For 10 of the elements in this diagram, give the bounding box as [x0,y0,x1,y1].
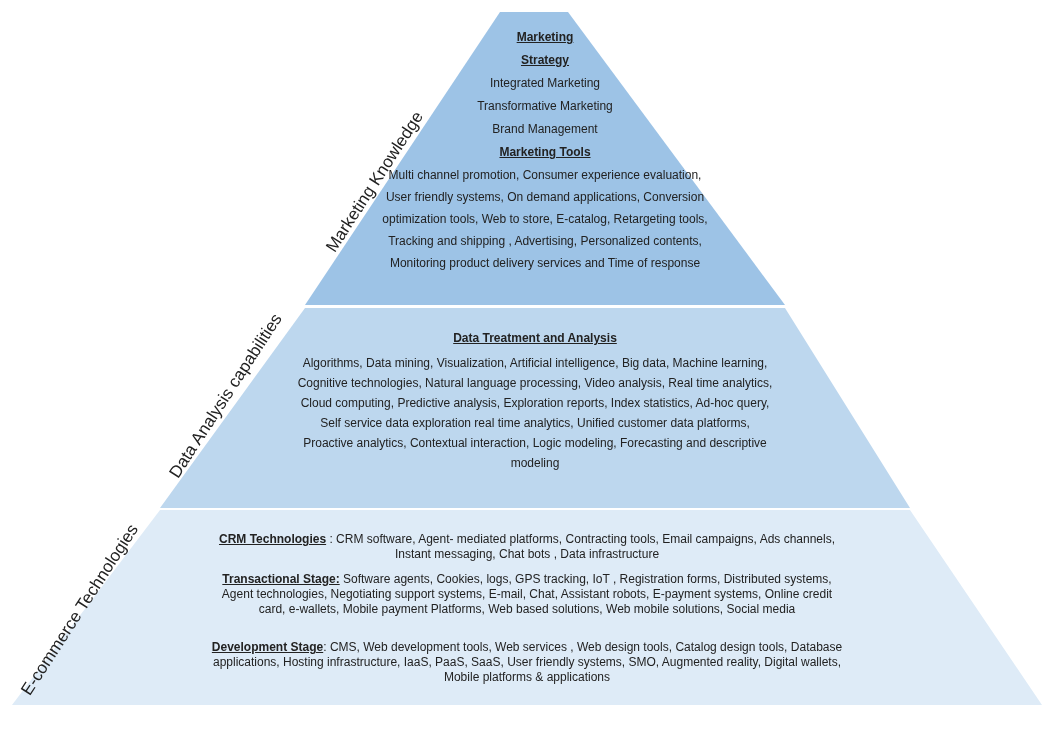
body-text: Transactional Stage: Software agents, Cookies, logs, GPS tracking, IoT , Registration forms, Distributed systems, Agent technologies, Negotiating support systems, E-mail, Chat, Assistant robots, E-payment systems, Online credit card, e-wallets, Mobile payment Platforms, Web based solutions, Web mobile solutions, Social media [220,572,834,617]
pyramid-tier [12,510,1042,705]
heading: Data Treatment and Analysis [452,330,618,347]
body-text: CRM Technologies : CRM software, Agent- mediated platforms, Contracting tools, Email campaigns, Ads channels, Instant messaging, Chat bots , Data infrastructure [218,532,836,562]
pyramid-tier [305,12,785,305]
body-text: Algorithms, Data mining, Visualization, Artificial intelligence, Big data, Machine learning, Cognitive technologies, Natural language processing, Video analysis, Real time analytics, Cloud computing, Predictive analysis, Exploration reports, Index statistics, Ad-hoc query, Self service data exploration real time analytics, Unified customer data platforms, Proactive analytics, Contextual interaction, Logic modeling, Forecasting and descriptive modeling [296,355,774,472]
body-text: Integrated Marketing [488,75,602,92]
pyramid-tier [160,308,910,508]
body-text: Development Stage: CMS, Web development tools, Web services , Web design tools, Catalog design tools, Database applications, Hosting infrastructure, IaaS, PaaS, SaaS, User friendly systems, SMO, Augmented reality, Digital wallets, Mobile platforms & applications [210,640,844,685]
heading: Marketing Strategy [515,29,575,69]
